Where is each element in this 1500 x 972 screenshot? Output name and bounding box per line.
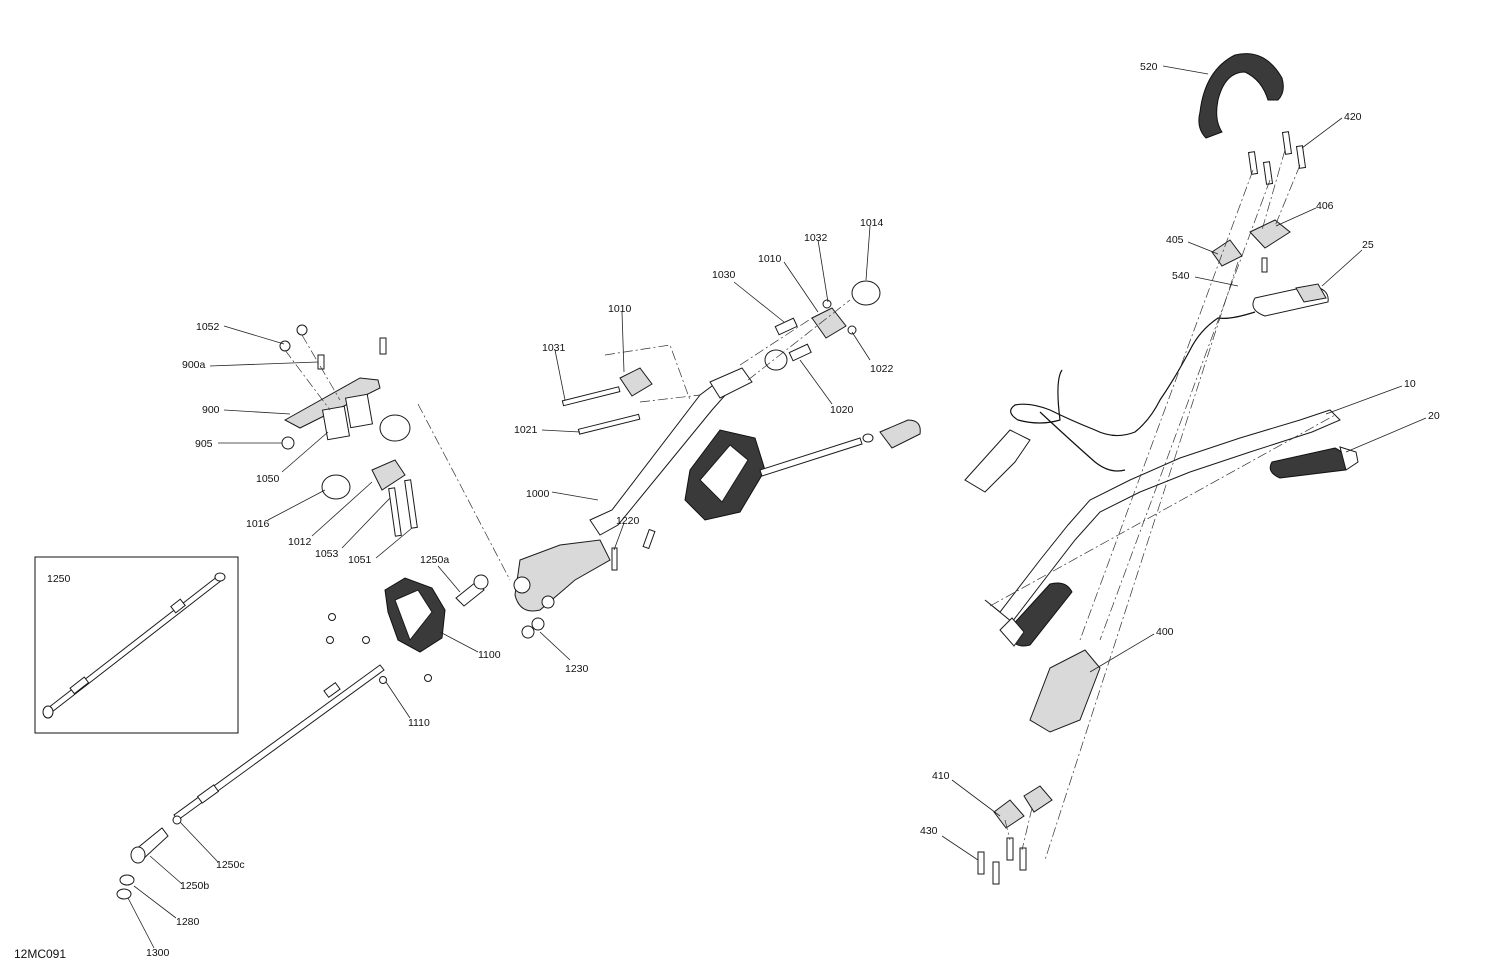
riser-406 <box>1249 219 1291 249</box>
bolts-420 <box>1247 131 1307 273</box>
grip-left <box>999 582 1073 647</box>
hand-guard <box>1198 53 1284 139</box>
callout-1021: 1021 <box>514 424 538 436</box>
bushing-1014 <box>851 280 881 306</box>
steering-column <box>513 280 921 639</box>
bolt-1031 <box>561 386 621 407</box>
callout-540: 540 <box>1172 270 1190 282</box>
nut-1052 <box>279 340 291 352</box>
callout-900a: 900a <box>182 359 206 371</box>
bushing-1020 <box>764 349 788 371</box>
bolt-1021 <box>577 413 641 435</box>
nut-905 <box>281 436 295 450</box>
callout-1053: 1053 <box>315 548 339 560</box>
callout-1010-upper: 1010 <box>758 253 782 265</box>
bolt-1220 <box>611 547 618 571</box>
nut-1250c <box>172 815 182 825</box>
column-support <box>279 324 511 581</box>
leader-lines <box>127 65 1427 949</box>
callout-1050: 1050 <box>256 473 280 485</box>
callout-905: 905 <box>195 438 213 450</box>
callout-420: 420 <box>1344 111 1362 123</box>
handlebar-tube <box>984 409 1341 623</box>
callout-1022: 1022 <box>870 363 894 375</box>
nut-1300 <box>116 888 132 900</box>
heated-grip <box>1252 283 1329 317</box>
spacer-1030 <box>774 317 798 336</box>
callout-1014: 1014 <box>860 217 884 229</box>
clamp-left <box>993 799 1025 829</box>
riser-block <box>1029 649 1101 733</box>
callout-1000: 1000 <box>526 488 550 500</box>
tie-rod-upper <box>759 437 863 477</box>
callout-1052: 1052 <box>196 321 220 333</box>
bolt-1051 <box>388 487 402 537</box>
heater-wire <box>1010 311 1256 472</box>
support-plate <box>283 377 381 429</box>
callout-1300: 1300 <box>146 947 170 959</box>
washer-1230 <box>521 625 535 639</box>
callout-1020: 1020 <box>830 404 854 416</box>
callout-1220: 1220 <box>616 515 640 527</box>
callout-1250b: 1250b <box>180 880 209 892</box>
lower-steering <box>116 574 489 900</box>
callout-406: 406 <box>1316 200 1334 212</box>
bushing-1016-lower <box>321 474 351 500</box>
callout-1250a: 1250a <box>420 554 449 566</box>
callout-1030: 1030 <box>712 269 736 281</box>
callout-10: 10 <box>1404 378 1416 390</box>
callout-1280: 1280 <box>176 916 200 928</box>
diagram-code: 12MC091 <box>14 947 66 961</box>
callout-1012: 1012 <box>288 536 312 548</box>
clamp-1012 <box>371 459 406 491</box>
inset-label: 1250 <box>47 573 71 585</box>
grip-right <box>1269 446 1359 479</box>
callout-410: 410 <box>932 770 950 782</box>
steering-arm <box>514 539 611 612</box>
callout-1100: 1100 <box>478 649 501 661</box>
callout-1031: 1031 <box>542 342 566 354</box>
callout-25: 25 <box>1362 239 1374 251</box>
callout-20: 20 <box>1428 410 1440 422</box>
handlebar-assembly <box>964 53 1359 885</box>
callouts: 520 420 406 405 540 25 10 20 400 410 430… <box>146 61 1440 959</box>
callout-1010-lower: 1010 <box>608 303 632 315</box>
bolts-430 <box>977 837 1027 885</box>
block-1050 <box>321 405 351 441</box>
washer-1280 <box>119 874 135 886</box>
callout-900: 900 <box>202 404 220 416</box>
callout-1230: 1230 <box>565 663 589 675</box>
callout-1051: 1051 <box>348 554 372 566</box>
callout-1250c: 1250c <box>216 859 245 871</box>
callout-520: 520 <box>1140 61 1158 73</box>
bearing-1010-upper <box>811 307 847 339</box>
callout-1016: 1016 <box>246 518 270 530</box>
clamp-right <box>1023 785 1053 813</box>
callout-405: 405 <box>1166 234 1184 246</box>
callout-400: 400 <box>1156 626 1174 638</box>
callout-1032: 1032 <box>804 232 828 244</box>
heater-connector <box>964 429 1031 493</box>
callout-430: 430 <box>920 825 938 837</box>
inset-1250: 1250 <box>34 556 239 734</box>
bushing-1016 <box>379 414 411 442</box>
callout-1110: 1110 <box>408 717 430 729</box>
bearing-1010-lower <box>619 367 653 397</box>
